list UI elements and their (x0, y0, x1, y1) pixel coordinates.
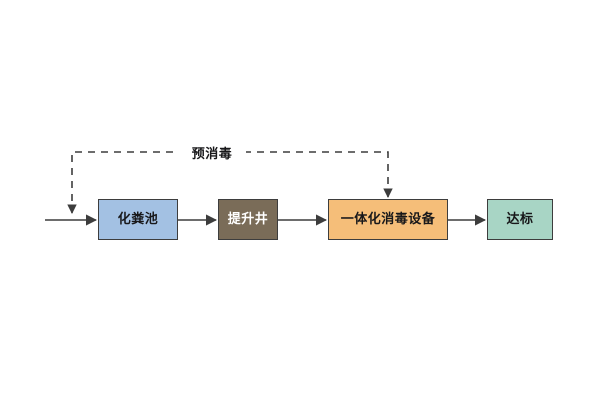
node-septic-tank-label: 化粪池 (117, 212, 159, 227)
node-lift-well[interactable]: 提升井 (218, 199, 278, 240)
node-septic-tank[interactable]: 化粪池 (98, 199, 178, 240)
dashed-feedback-line (67, 151, 393, 214)
node-lift-well-label: 提升井 (227, 212, 269, 227)
node-standard-label: 达标 (506, 212, 534, 227)
feedback-line-label-text: 预消毒 (191, 146, 233, 162)
node-disinfection-equipment[interactable]: 一体化消毒设备 (328, 199, 448, 240)
feedback-line-label: 预消毒 (178, 138, 246, 166)
node-standard[interactable]: 达标 (487, 199, 553, 240)
node-disinfection-equipment-label: 一体化消毒设备 (340, 212, 436, 227)
